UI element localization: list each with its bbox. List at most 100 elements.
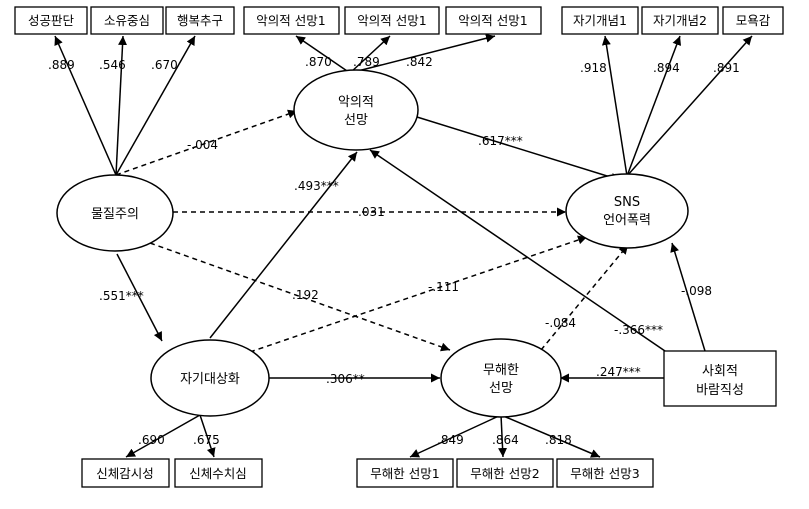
latent-nodes: 악의적 선망 SNS 언어폭력 물질주의 자기대상화 무해한 선망 [56,69,689,418]
box-benign-envy-2-label: 무해한 선망2 [470,466,539,481]
indicator-boxes: 성공판단 소유중심 행복추구 악의적 선망1 악의적 선망1 악의적 선망1 자… [14,6,784,488]
loading-labels: .889 .546 .670 .870 .789 .842 .918 .894 … [48,55,740,447]
path-label-self-mal: .493*** [294,179,339,193]
node-sns-label-2: 언어폭력 [603,213,651,228]
box-malicious-envy-1a [243,6,340,35]
box-social-desirability [663,350,777,407]
node-materialism [56,174,174,252]
loading-label-self-1: .690 [138,433,165,447]
path-label-soc-mal: -.366*** [614,323,663,337]
node-self-objectification-label: 자기대상화 [180,372,240,387]
box-malicious-envy-1c [445,6,542,35]
loading-label-mat-1: .889 [48,58,75,72]
box-malicious-envy-1a-label: 악의적 선망1 [256,13,325,28]
loading-label-mat-2: .546 [99,58,126,72]
node-malicious-envy-label-2: 선망 [344,113,368,128]
path-soc-to-sns [670,242,706,352]
path-soc-to-mal [369,149,666,352]
loading-label-ben-3: .818 [545,433,572,447]
node-self-objectification [150,339,270,417]
path-label-mat-sns: .031 [358,205,385,219]
social-desirability-label-2: 바람직성 [696,383,744,398]
box-body-surveillance-label: 신체감시성 [96,466,154,481]
loading-label-ben-2: .864 [492,433,519,447]
structural-paths-dashed [115,109,629,353]
box-self-concept-1-label: 자기개념1 [573,13,627,28]
path-label-mat-ben: .192 [292,288,319,302]
path-mat-to-mal [115,109,298,176]
box-benign-envy-2 [456,458,554,488]
loading-label-sns-1: .918 [580,61,607,75]
node-malicious-envy-label-1: 악의적 [338,95,374,110]
loading-arrow-self-2 [199,414,216,458]
loading-arrows [54,33,753,458]
node-benign-envy [440,338,562,418]
loading-label-mal-3: .842 [406,55,433,69]
box-insult [722,6,784,35]
structural-paths-solid [116,116,706,383]
box-self-concept-2-label: 자기개념2 [653,13,707,28]
box-benign-envy-3-label: 무해한 선망3 [570,466,639,481]
loading-label-sns-2: .894 [653,61,680,75]
social-desirability-label-1: 사회적 [702,364,738,379]
loading-arrow-mal-3 [349,33,496,74]
path-self-to-mal [209,151,358,339]
loading-arrow-sns-3 [626,35,753,177]
node-materialism-label: 물질주의 [91,207,139,222]
box-success-judgment [14,6,88,35]
node-benign-envy-label-2: 선망 [489,381,513,396]
path-mat-to-self [116,253,163,342]
box-malicious-envy-1c-label: 악의적 선망1 [458,13,527,28]
loading-arrow-mat-1 [54,35,117,176]
box-success-judgment-label: 성공판단 [28,13,75,28]
loading-arrow-sns-1 [601,35,628,177]
loading-arrow-mal-1 [295,35,351,74]
box-body-surveillance [81,458,170,488]
box-self-concept-1 [561,6,639,35]
loading-label-mal-1: .870 [305,55,332,69]
path-ben-to-sns [540,244,629,351]
loading-arrow-ben-3 [500,414,601,458]
node-benign-envy-label-1: 무해한 [483,363,519,378]
path-labels: -.004 .617*** .031 .493*** .551*** .192 … [99,134,712,386]
loading-arrow-ben-1 [409,414,502,458]
loading-arrow-mat-3 [115,35,196,176]
box-happiness-pursuit [165,6,235,35]
box-malicious-envy-1b-label: 악의적 선망1 [357,13,426,28]
path-label-mat-mal: -.004 [187,138,218,152]
node-malicious-envy [293,69,419,151]
box-possession-centrality [90,6,164,35]
path-label-self-sns: -.111 [428,280,459,294]
path-label-soc-sns: -.098 [681,284,712,298]
box-malicious-envy-1b [344,6,440,35]
path-mat-to-ben [149,242,451,352]
path-label-mat-self: .551*** [99,289,144,303]
box-body-shame [174,458,263,488]
loading-arrow-ben-2 [498,414,508,458]
loading-label-self-2: .675 [193,433,220,447]
path-label-ben-sns: -.084 [545,316,576,330]
loading-arrow-self-1 [125,414,201,458]
box-possession-centrality-label: 소유중심 [104,13,150,28]
loading-arrow-mat-2 [115,35,128,176]
node-sns-verbal-violence [565,173,689,249]
loading-label-mat-3: .670 [151,58,178,72]
box-self-concept-2 [641,6,719,35]
loading-arrow-mal-2 [349,35,391,74]
box-benign-envy-3 [556,458,654,488]
loading-label-ben-1: .849 [437,433,464,447]
loading-label-sns-3: .891 [713,61,740,75]
box-benign-envy-1-label: 무해한 선망1 [370,466,439,481]
loading-arrow-sns-2 [626,35,682,177]
path-label-mal-sns: .617*** [478,134,523,148]
path-mal-to-sns [416,116,621,182]
box-insult-label: 모욕감 [736,13,771,28]
path-label-self-ben: .306** [326,372,365,386]
node-sns-label-1: SNS [614,195,640,210]
box-happiness-pursuit-label: 행복추구 [177,13,223,28]
path-label-soc-ben: .247*** [596,365,641,379]
loading-label-mal-2: .789 [353,55,380,69]
box-benign-envy-1 [356,458,454,488]
